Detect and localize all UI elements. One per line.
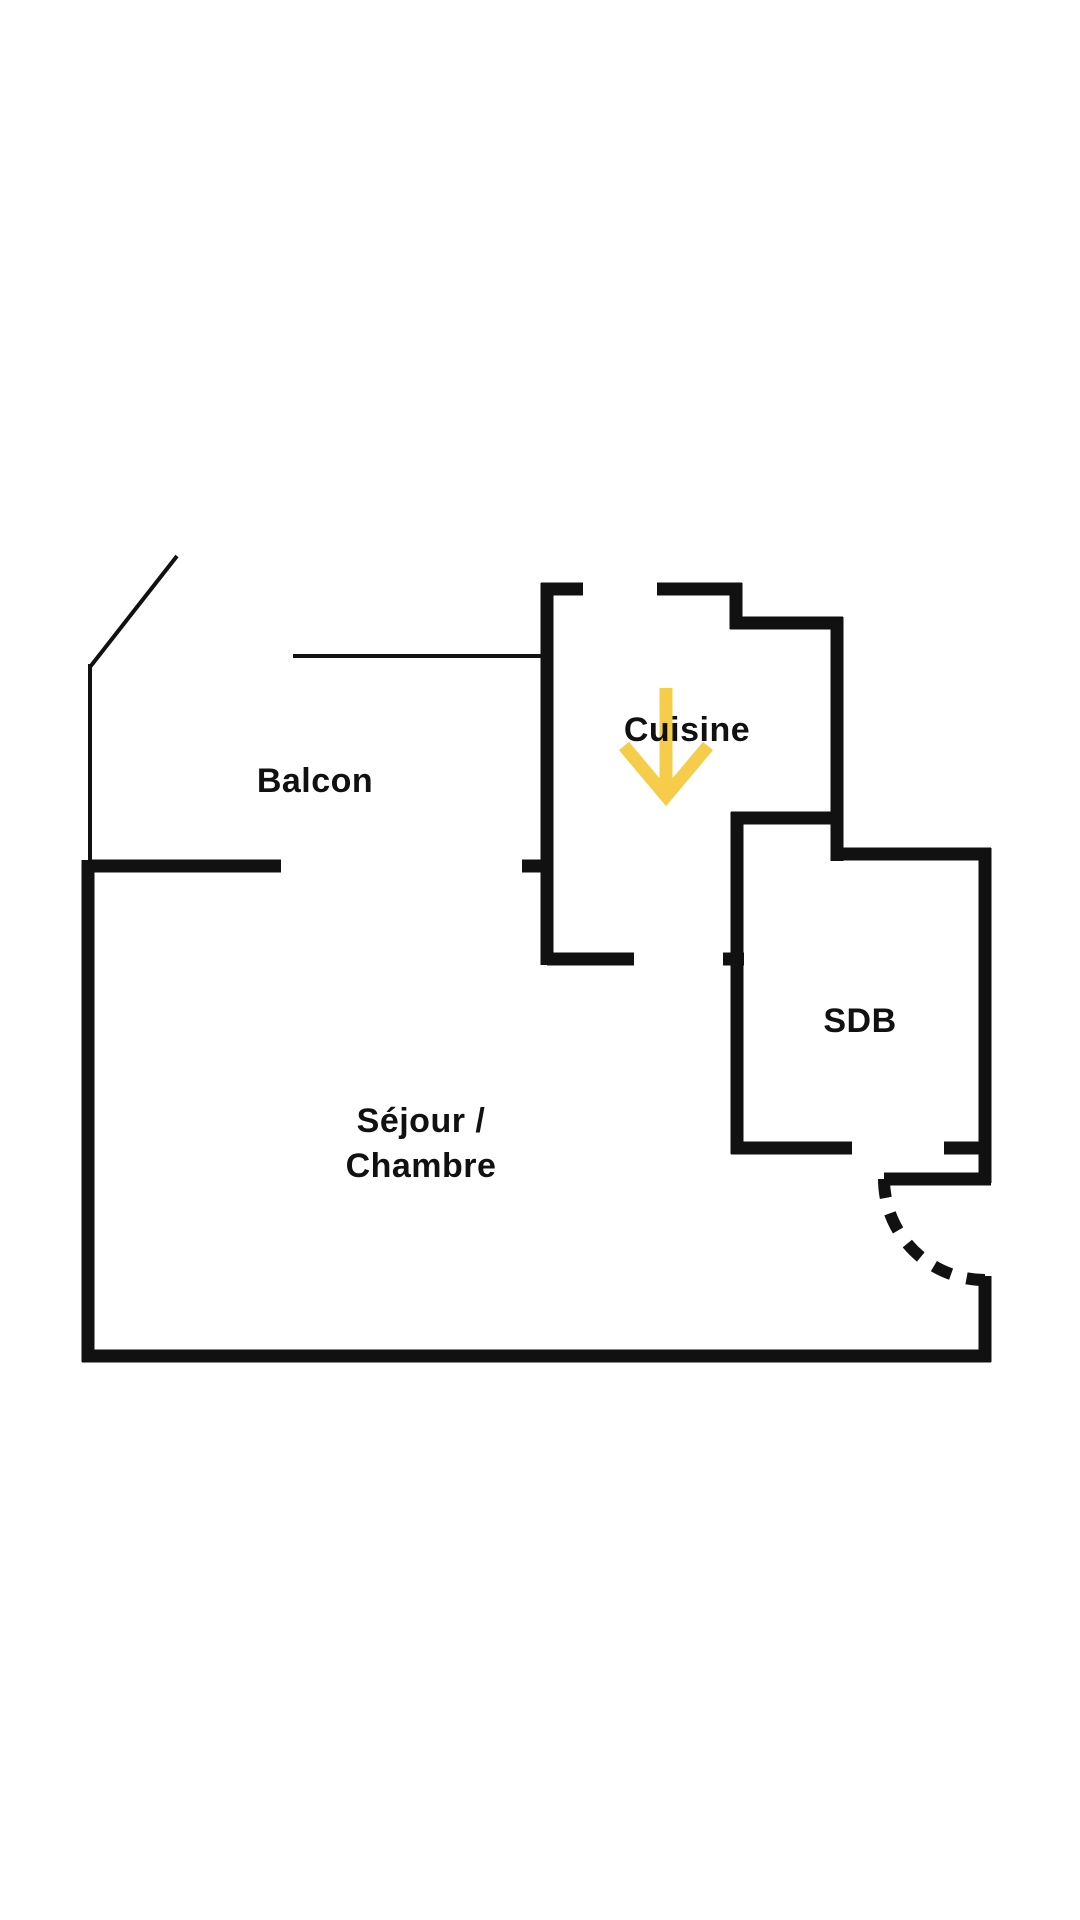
room-label-cuisine: Cuisine xyxy=(624,711,750,749)
balcony-diagonal-line xyxy=(88,554,179,669)
room-labels: Balcon Cuisine SDB Séjour / Chambre xyxy=(257,711,896,1185)
door-swing-arc xyxy=(878,1178,986,1286)
room-label-sejour-line2: Chambre xyxy=(346,1147,497,1185)
room-label-sdb: SDB xyxy=(823,1002,896,1040)
entry-door-swing xyxy=(878,1178,986,1286)
walls xyxy=(81,582,992,1363)
entry-arrow-head xyxy=(619,741,713,807)
balcony-thin-lines xyxy=(88,554,549,862)
room-label-sejour-line1: Séjour / xyxy=(357,1102,486,1140)
room-label-balcon: Balcon xyxy=(257,762,373,800)
entry-arrow-icon xyxy=(619,688,713,807)
